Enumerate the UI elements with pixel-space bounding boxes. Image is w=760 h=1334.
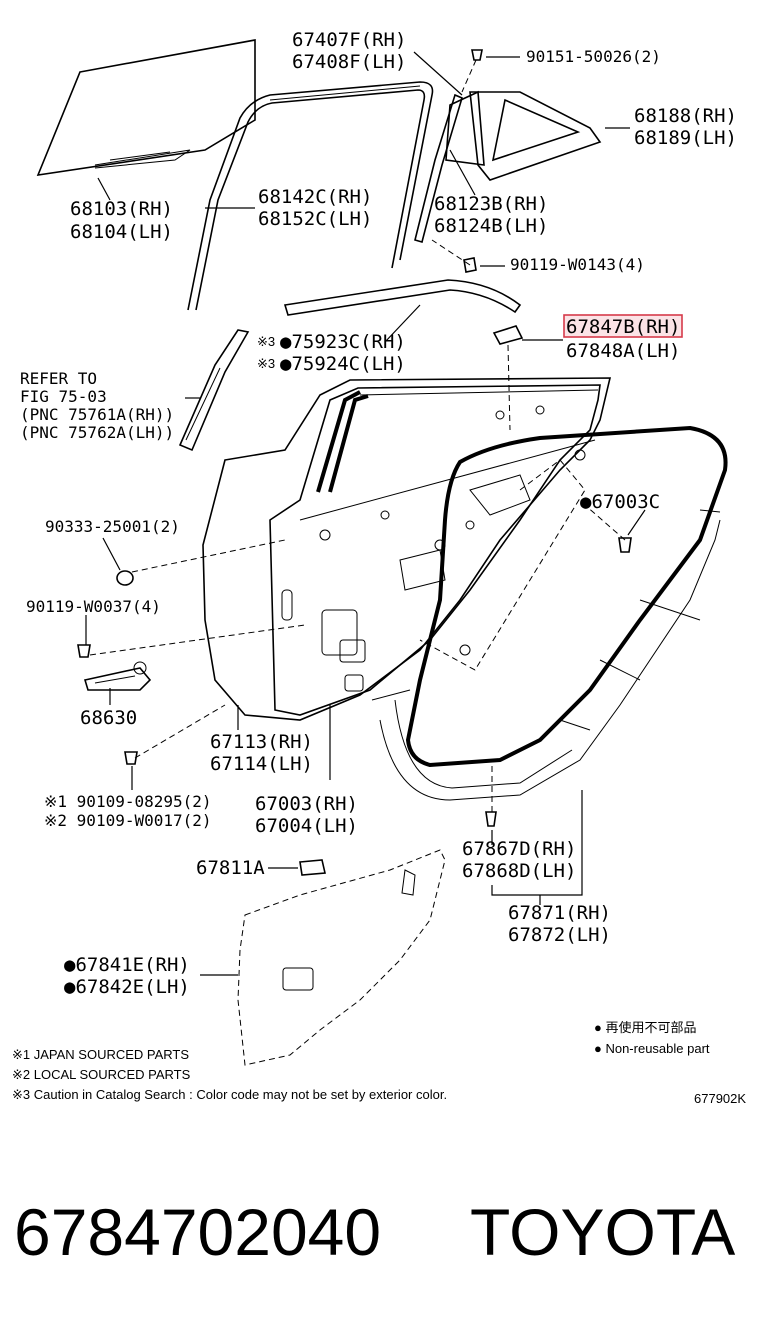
label-68103: 68103(RH) [70,198,173,220]
label-68104: 68104(LH) [70,221,173,243]
label-75924C: ●75924C(LH) [280,353,406,375]
label-68142C: 68142C(RH) [258,186,372,208]
label-90333-25001: 90333-25001(2) [45,517,180,536]
leader-lines [85,51,646,976]
label-67841E: ●67841E(RH) [64,954,190,976]
label-90119-W0037: 90119-W0037(4) [26,597,161,616]
pad-part [299,859,326,876]
label-68123B: 68123B(RH) [434,193,548,215]
label-90151-50026: 90151-50026(2) [526,47,661,66]
footnote-japan-sourced: ※1 JAPAN SOURCED PARTS [12,1047,189,1062]
label-67847B: 67847B(RH) [566,316,680,338]
label-68189: 68189(LH) [634,127,737,149]
pillar-garnish-part [178,329,250,452]
label-67113: 67113(RH) [210,731,313,753]
label-67407F: 67407F(RH) [292,29,406,51]
label-67003RH: 67003(RH) [255,793,358,815]
outer-door-panel [202,377,612,721]
hole-plug-part [492,325,524,345]
footnote-catalog-caution: ※3 Caution in Catalog Search : Color cod… [12,1087,447,1102]
label-67842E: ●67842E(LH) [64,976,190,998]
mark-75923C: ※3 [257,334,275,349]
footer-brand: TOYOTA [470,1195,735,1269]
label-67408F: 67408F(LH) [292,51,406,73]
guide-lines [89,59,626,812]
label-67867D: 67867D(RH) [462,838,576,860]
selected-part-highlight [563,314,683,338]
door-trim-panel [237,849,446,1066]
label-90109-W0017: ※2 90109-W0017(2) [44,811,212,830]
label-67003C: ●67003C [580,491,660,513]
door-check-part [83,661,152,691]
footnotes: ※1 JAPAN SOURCED PARTS ※2 LOCAL SOURCED … [12,1047,447,1102]
diagram-code: 677902K [694,1091,746,1106]
label-67004LH: 67004(LH) [255,815,358,837]
footnote-local-sourced: ※2 LOCAL SOURCED PARTS [12,1067,191,1082]
label-refer-pnc-rh: (PNC 75761A(RH)) [20,405,174,424]
label-75923C: ●75923C(RH) [280,331,406,353]
footer-part-number: 6784702040 [14,1195,381,1269]
label-67868D: 67868D(LH) [462,860,576,882]
weatherstrip-part [371,425,728,801]
legend-non-reusable-en: ● Non-reusable part [594,1041,710,1056]
legend-non-reusable-jp: ● 再使用不可部品 [594,1020,696,1035]
label-refer-to: REFER TO [20,369,97,388]
label-67872: 67872(LH) [508,924,611,946]
belt-moulding-part [283,279,522,316]
door-glass-part [36,39,256,176]
legend: ● 再使用不可部品 ● Non-reusable part [594,1020,710,1056]
label-68630: 68630 [80,707,137,729]
inner-door-panel [269,384,601,716]
division-bar-part [414,93,463,243]
label-90119-W0143: 90119-W0143(4) [510,255,645,274]
quarter-glass-part [469,91,602,181]
label-refer-fig: FIG 75-03 [20,387,107,406]
part-labels: 67407F(RH) 67408F(LH) 90151-50026(2) 681… [20,29,737,998]
label-refer-pnc-lh: (PNC 75762A(LH)) [20,423,174,442]
label-68188: 68188(RH) [634,105,737,127]
label-67848A: 67848A(LH) [566,340,680,362]
hole-plug-90333 [116,570,134,586]
label-67114: 67114(LH) [210,753,313,775]
mark-75924C: ※3 [257,356,275,371]
label-68124B: 68124B(LH) [434,215,548,237]
label-67811A: 67811A [196,857,265,879]
glass-run-part [187,81,434,311]
quarter-panel-part [445,90,485,166]
label-67871: 67871(RH) [508,902,611,924]
label-90109-08295: ※1 90109-08295(2) [44,792,212,811]
bolt-icon [77,49,632,827]
label-68152C: 68152C(LH) [258,208,372,230]
